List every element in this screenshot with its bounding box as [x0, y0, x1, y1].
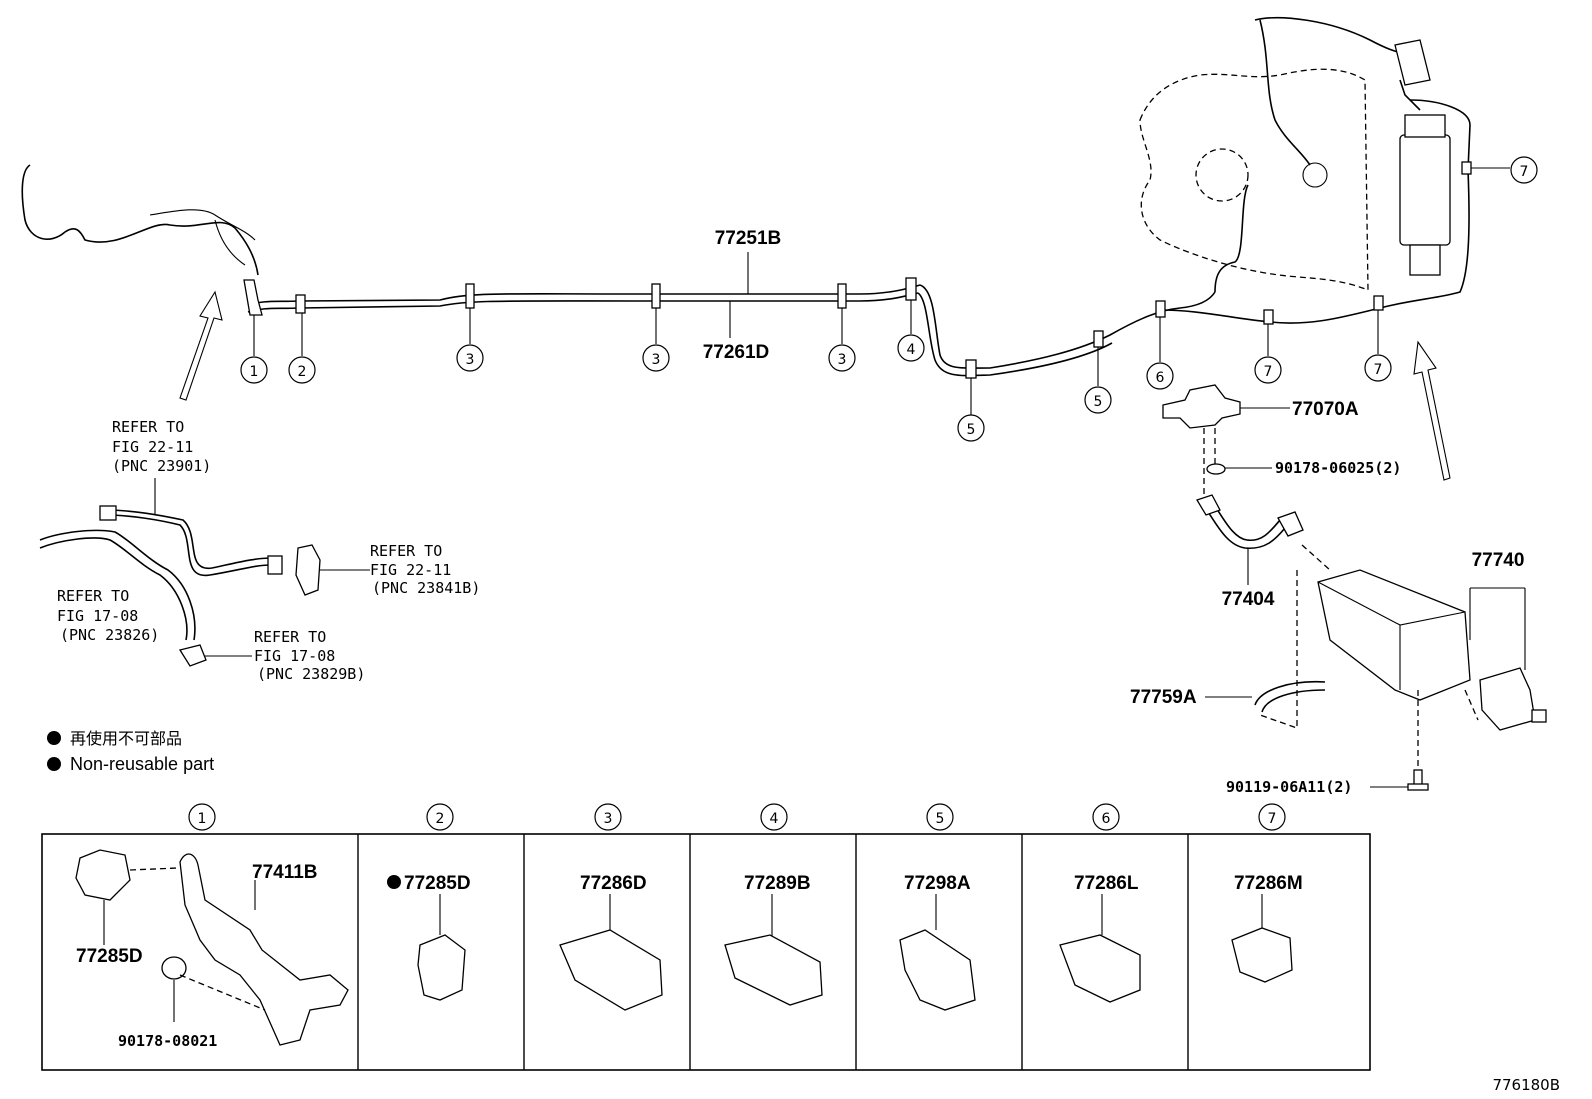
- callout-6-text: 6: [1156, 370, 1165, 386]
- refer-2-line1: REFER TO: [370, 542, 442, 560]
- label-77251B: 77251B: [715, 228, 782, 249]
- callout-7-text-b: 7: [1374, 362, 1383, 378]
- refer-3-line3: (PNC 23826): [60, 626, 159, 644]
- non-reusable-dot-icon: [47, 731, 61, 745]
- refer-4-line2: FIG 17-08: [254, 647, 335, 665]
- label-90119-06A11: 90119-06A11(2): [1226, 778, 1352, 796]
- label-90178-08021: 90178-08021: [118, 1032, 217, 1050]
- canister-assembly: [1162, 384, 1547, 791]
- callout-5-text-a: 5: [967, 422, 976, 438]
- table-header-3: 3: [604, 811, 613, 827]
- table-header-1: 1: [198, 811, 207, 827]
- callout-3-text-c: 3: [838, 352, 847, 368]
- table-header-2: 2: [436, 811, 445, 827]
- legend-jp: 再使用不可部品: [70, 729, 182, 748]
- direction-arrows: [179, 290, 1451, 481]
- callout-1-text: 1: [250, 364, 259, 380]
- clip-detail-table: 1 2 3 4 5 6 7 77411B 77285D 90178-08021 …: [41, 803, 1371, 1071]
- callout-2-text: 2: [298, 364, 307, 380]
- refer-1-line3: (PNC 23901): [112, 457, 211, 475]
- refer-3-line2: FIG 17-08: [57, 607, 138, 625]
- callout-7-text-c: 7: [1520, 164, 1529, 180]
- table-header-6: 6: [1102, 811, 1111, 827]
- refer-1-line1: REFER TO: [112, 418, 184, 436]
- non-reusable-dot-icon: [387, 875, 401, 889]
- table-header-7: 7: [1268, 811, 1277, 827]
- label-77286M: 77286M: [1234, 873, 1303, 894]
- label-90178-06025: 90178-06025(2): [1275, 459, 1401, 477]
- callout-1: [240, 356, 268, 384]
- callout-4-text: 4: [907, 342, 916, 358]
- refer-notes: REFER TO FIG 22-11 (PNC 23901) REFER TO …: [57, 418, 480, 683]
- figure-code: 776180B: [1492, 1076, 1560, 1094]
- part-labels: 77251B 77261D 77070A 90178-06025(2) 7740…: [703, 228, 1525, 796]
- callout-3-text-a: 3: [466, 352, 475, 368]
- callout-2: [288, 356, 316, 384]
- label-77070A: 77070A: [1292, 399, 1359, 420]
- refer-2-line2: FIG 22-11: [370, 561, 451, 579]
- callout-5-text-b: 5: [1094, 394, 1103, 410]
- callout-7-text-a: 7: [1264, 364, 1273, 380]
- label-77411B: 77411B: [252, 862, 318, 883]
- referenced-parts-left: [39, 478, 370, 667]
- callout-3-text-b: 3: [652, 352, 661, 368]
- label-77740: 77740: [1472, 550, 1525, 571]
- label-77289B: 77289B: [744, 873, 811, 894]
- label-77285D-a: 77285D: [76, 946, 143, 967]
- label-77404: 77404: [1222, 589, 1275, 610]
- callout-circles: 1 2 3 3 3 4 5 5 6 7 7 7: [240, 156, 1538, 442]
- refer-4-line1: REFER TO: [254, 628, 326, 646]
- legend: 再使用不可部品 Non-reusable part: [47, 729, 214, 774]
- label-77286L: 77286L: [1074, 873, 1139, 894]
- table-header-4: 4: [770, 811, 779, 827]
- non-reusable-dot-icon: [47, 757, 61, 771]
- label-77759A: 77759A: [1130, 687, 1197, 708]
- refer-4-line3: (PNC 23829B): [257, 665, 365, 683]
- label-77285D-b: 77285D: [404, 873, 471, 894]
- table-header-5: 5: [936, 811, 945, 827]
- refer-3-line1: REFER TO: [57, 587, 129, 605]
- refer-2-line3: (PNC 23841B): [372, 579, 480, 597]
- refer-1-line2: FIG 22-11: [112, 438, 193, 456]
- vapor-line-assembly: [21, 99, 1472, 379]
- label-77286D: 77286D: [580, 873, 647, 894]
- legend-en: Non-reusable part: [70, 754, 214, 774]
- label-77261D: 77261D: [703, 342, 770, 363]
- label-77298A: 77298A: [904, 873, 971, 894]
- fuel-tank-outline: [1139, 17, 1451, 291]
